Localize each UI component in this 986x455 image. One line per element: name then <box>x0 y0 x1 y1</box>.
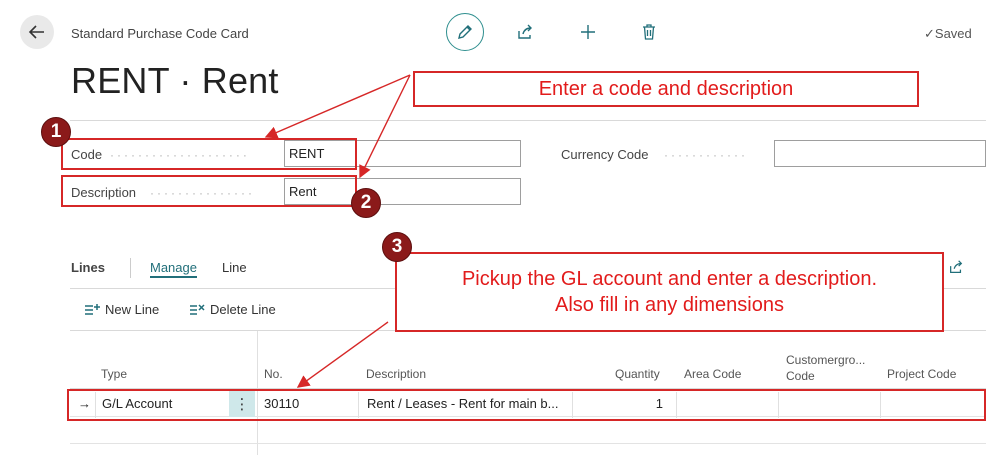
column-header-customergroup-line2: Code <box>786 369 815 383</box>
code-highlight-box <box>61 138 357 170</box>
more-vertical-icon: ⋮ <box>234 396 250 413</box>
column-header-project-code[interactable]: Project Code <box>887 367 957 381</box>
table-row[interactable] <box>70 389 986 417</box>
share-icon <box>518 24 532 39</box>
new-line-label: New Line <box>105 302 160 317</box>
pencil-icon <box>458 25 472 39</box>
code-dots: ···················· <box>110 148 250 162</box>
new-line-icon <box>85 303 100 315</box>
arrow-to-description <box>359 74 411 179</box>
share-icon <box>950 260 963 273</box>
code-field[interactable]: RENT <box>284 140 521 167</box>
description-dots: ··············· <box>150 186 255 200</box>
step-badge-1: 1 <box>41 117 71 147</box>
share-button[interactable] <box>515 22 535 42</box>
step-badge-3: 3 <box>382 232 412 262</box>
check-icon: ✓ <box>924 26 935 41</box>
delete-line-button[interactable]: Delete Line <box>189 302 276 317</box>
page-type-label: Standard Purchase Code Card <box>71 26 249 41</box>
callout-step-3-line2: Also fill in any dimensions <box>555 294 784 316</box>
description-field[interactable]: Rent <box>284 178 521 205</box>
cell-divider <box>880 392 881 418</box>
cell-divider <box>95 392 96 418</box>
row-highlight-box <box>67 389 986 421</box>
column-header-area-code[interactable]: Area Code <box>684 367 742 381</box>
arrow-to-code <box>264 74 411 139</box>
cell-quantity[interactable]: 1 <box>655 396 663 411</box>
row-marker: → <box>78 396 91 411</box>
currency-code-field[interactable] <box>774 140 986 167</box>
column-header-customergroup[interactable]: Customergro... Code <box>786 353 865 383</box>
saved-status: ✓Saved <box>924 26 972 42</box>
divider <box>70 120 986 121</box>
callout-step-3: Pickup the GL account and enter a descri… <box>395 252 944 332</box>
delete-button[interactable] <box>639 22 659 42</box>
column-header-no[interactable]: No. <box>264 367 283 381</box>
code-label: Code <box>71 147 103 162</box>
callout-step-3-line1: Pickup the GL account and enter a descri… <box>461 268 878 290</box>
description-label: Description <box>71 185 137 200</box>
cell-no[interactable]: 30110 <box>264 396 300 411</box>
column-header-type[interactable]: Type <box>101 367 128 381</box>
page-title: RENT · Rent <box>71 60 279 101</box>
currency-code-label: Currency Code <box>561 147 649 162</box>
lines-title: Lines <box>71 260 105 275</box>
delete-line-label: Delete Line <box>210 302 276 317</box>
delete-line-icon <box>190 303 205 315</box>
tab-separator <box>130 258 131 278</box>
cell-divider <box>676 392 677 418</box>
cell-divider <box>572 392 573 418</box>
step-badge-2: 2 <box>351 188 381 218</box>
new-line-button[interactable]: New Line <box>84 302 159 317</box>
add-button[interactable] <box>578 22 598 42</box>
edit-button[interactable] <box>446 13 484 51</box>
cell-divider <box>778 392 779 418</box>
plus-icon <box>581 25 595 39</box>
cell-description[interactable]: Rent / Leases - Rent for main b... <box>367 396 559 411</box>
cell-type[interactable]: G/L Account <box>102 396 173 411</box>
saved-text: Saved <box>934 26 972 41</box>
column-header-customergroup-line1: Customergro... <box>786 353 866 367</box>
arrow-left-icon <box>28 25 44 39</box>
column-header-quantity[interactable]: Quantity <box>615 367 660 381</box>
tab-manage[interactable]: Manage <box>150 260 197 278</box>
column-header-description[interactable]: Description <box>366 367 427 381</box>
row-actions-button[interactable]: ⋮ <box>229 391 255 417</box>
currency-dots: ············ <box>664 148 748 162</box>
table-row[interactable] <box>70 418 986 444</box>
lines-share-button[interactable] <box>948 259 964 280</box>
trash-icon <box>643 24 655 40</box>
back-button[interactable] <box>20 15 54 49</box>
arrow-to-row <box>296 321 389 388</box>
callout-step-1: Enter a code and description <box>413 71 919 107</box>
grid-header-divider <box>70 388 986 389</box>
cell-divider <box>358 392 359 418</box>
column-divider <box>257 331 258 455</box>
tab-line[interactable]: Line <box>222 260 247 275</box>
